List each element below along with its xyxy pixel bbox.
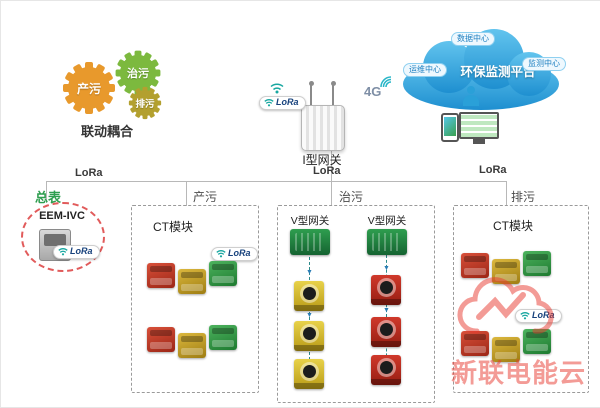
bus-drop-gateway	[331, 149, 332, 206]
gateway-lora-badge: LoRa	[259, 96, 306, 110]
ct-module-red-icon	[461, 253, 489, 278]
ct-module-yellow-icon	[178, 269, 206, 294]
v-gateway-a-device	[290, 229, 330, 255]
right-box-title: 排污	[511, 190, 536, 204]
bus-drop-right-box	[506, 181, 507, 206]
meter-lora-badge: LoRa	[53, 245, 100, 259]
right-box-module-label: CT模块	[493, 219, 533, 233]
lora-wave-icon	[58, 248, 68, 256]
right-box-lora-label: LoRa	[532, 310, 555, 320]
middle-box-title: 治污	[339, 190, 364, 204]
left-box-lora-label: LoRa	[228, 248, 251, 258]
main-meter-title: 总表	[35, 190, 62, 205]
4g-label: 4G	[364, 84, 382, 99]
bus-lora-label-left: LoRa	[75, 167, 103, 179]
lora-signal-icon	[270, 83, 284, 94]
ct-module-red-icon	[461, 331, 489, 356]
v-gateway-b-label: V型网关	[367, 215, 407, 227]
flow-arrow-icon	[306, 269, 313, 276]
bus-lora-label-middle: LoRa	[313, 165, 341, 177]
ct-module-yellow-icon	[178, 333, 206, 358]
ct-module-red-icon	[147, 263, 175, 288]
left-box-title: 产污	[193, 190, 218, 204]
ct-module-red-icon	[147, 327, 175, 352]
flow-arrow-icon	[383, 265, 390, 272]
gateway-lora-label: LoRa	[276, 97, 299, 107]
main-meter-device-label: EEM-IVC	[39, 210, 85, 222]
ct-transformer-yellow-icon	[294, 321, 324, 351]
lora-wave-icon	[216, 250, 226, 258]
operator-person-icon	[463, 86, 479, 106]
gateway-antenna-icon	[308, 81, 314, 107]
lora-wave-icon	[520, 312, 530, 320]
bus-lora-label-right: LoRa	[479, 164, 507, 176]
4g-signal-icon	[380, 76, 392, 88]
middle-box-zhiwu	[277, 205, 435, 403]
gear-paiwu-icon	[128, 86, 162, 120]
type1-gateway-label: I型网关	[302, 153, 342, 167]
cloud-node-monitor-center: 监测中心	[522, 57, 566, 71]
ct-transformer-yellow-icon	[294, 281, 324, 311]
bus-drop-left-box	[186, 181, 187, 206]
gear-zhiwu-icon	[115, 50, 161, 96]
cloud-node-data-center: 数据中心	[451, 32, 495, 46]
ct-transformer-red-icon	[371, 317, 401, 347]
right-box-paiwu	[453, 205, 589, 393]
ct-module-yellow-icon	[492, 337, 520, 362]
type1-gateway-device	[301, 105, 345, 151]
bus-drop-meter	[46, 181, 47, 203]
v-gateway-a-label: V型网关	[290, 215, 330, 227]
ct-transformer-red-icon	[371, 275, 401, 305]
ct-module-green-icon	[209, 261, 237, 286]
ct-transformer-yellow-icon	[294, 359, 324, 389]
right-box-lora-badge: LoRa	[515, 309, 562, 323]
ct-module-green-icon	[523, 251, 551, 276]
gear-chanwu-label: 产污	[76, 81, 101, 96]
gear-chanwu-icon	[63, 62, 115, 114]
flow-arrow-icon	[383, 307, 390, 314]
flow-arrow-icon	[306, 312, 313, 319]
meter-lora-label: LoRa	[70, 246, 93, 256]
v-gateway-b-device	[367, 229, 407, 255]
cloud-node-ops-center: 运维中心	[403, 63, 447, 77]
ct-transformer-red-icon	[371, 355, 401, 385]
main-meter-highlight-ellipse	[21, 202, 105, 272]
gear-zhiwu-label: 治污	[127, 68, 149, 80]
mobile-phone-icon	[441, 113, 459, 142]
cloud-platform-title: 环保监测平台	[460, 65, 536, 79]
desktop-monitor-icon	[459, 112, 499, 144]
gear-cluster-caption: 联动耦合	[80, 124, 133, 139]
ct-module-green-icon	[209, 325, 237, 350]
ct-module-green-icon	[523, 329, 551, 354]
gateway-antenna-icon	[330, 81, 336, 107]
lora-bus-line	[46, 181, 506, 182]
left-box-lora-badge: LoRa	[211, 247, 258, 261]
left-box-chanwu	[131, 205, 259, 393]
lora-wave-icon	[264, 99, 274, 107]
left-box-module-label: CT模块	[153, 220, 193, 234]
gear-paiwu-label: 排污	[135, 99, 155, 110]
ct-module-yellow-icon	[492, 259, 520, 284]
